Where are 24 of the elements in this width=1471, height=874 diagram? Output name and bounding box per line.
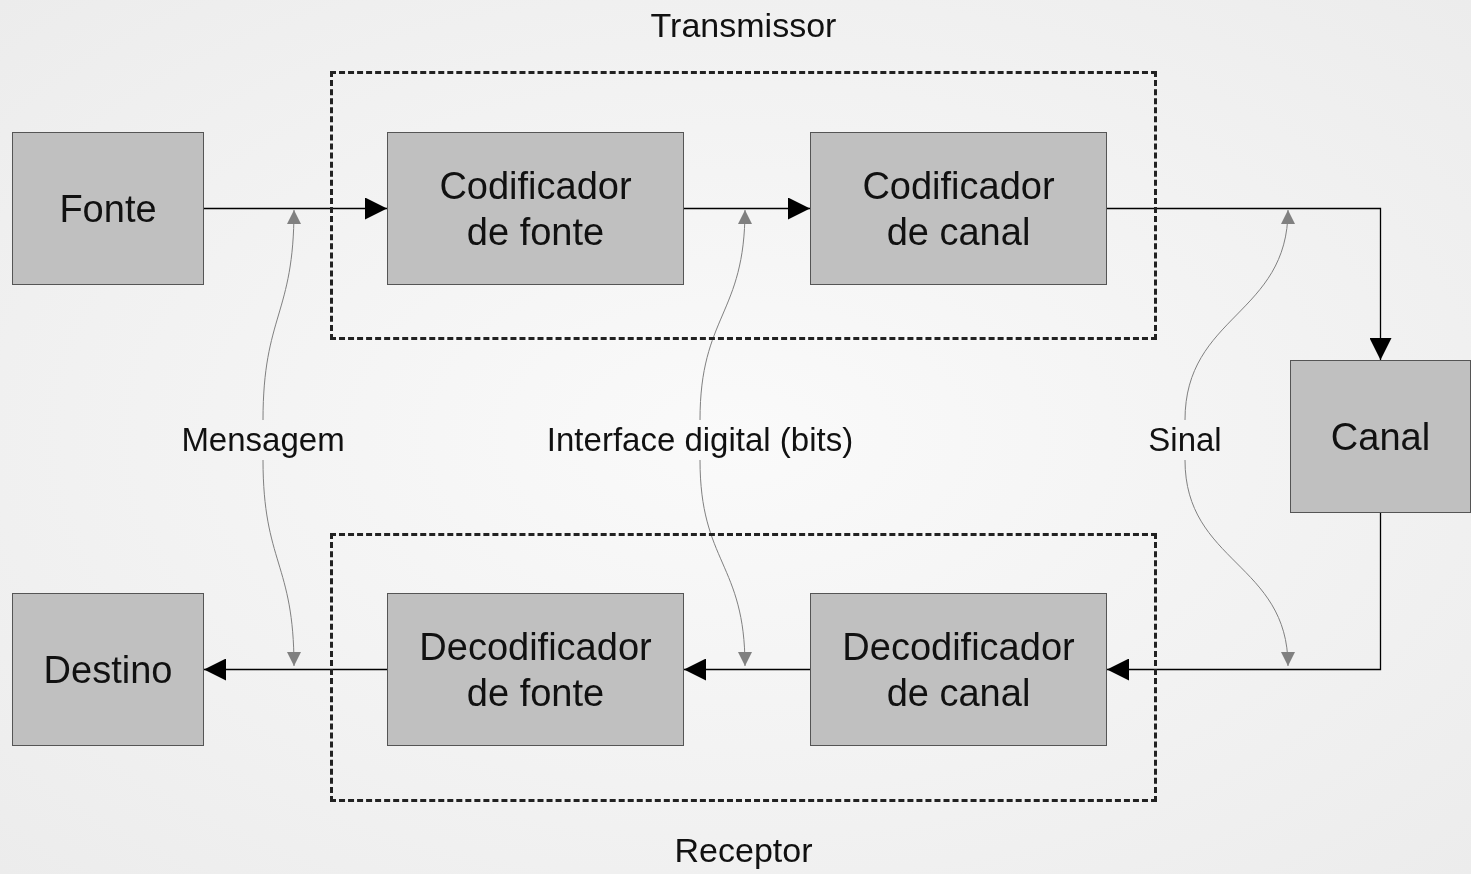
annotation-text: Sinal xyxy=(1138,420,1232,460)
arrow xyxy=(203,658,388,681)
arrow xyxy=(683,658,811,681)
annotation-text: Interface digital (bits) xyxy=(522,420,878,460)
arrow xyxy=(1106,207,1392,361)
process-box: Fonte xyxy=(12,132,204,285)
process-box: Destino xyxy=(12,593,204,746)
leader-line xyxy=(262,459,301,667)
leader-line xyxy=(699,459,752,667)
process-box: Codificador de canal xyxy=(810,132,1107,285)
process-box: Decodificador de canal xyxy=(810,593,1107,746)
arrow xyxy=(683,197,811,220)
arrow xyxy=(203,197,388,220)
process-box: Codificador de fonte xyxy=(387,132,684,285)
leader-line xyxy=(1184,209,1294,421)
process-box: Canal xyxy=(1290,360,1471,513)
annotation-text: Mensagem xyxy=(168,420,358,460)
group-title: Transmissor xyxy=(649,6,838,45)
process-box: Decodificador de fonte xyxy=(387,593,684,746)
leader-line xyxy=(699,209,752,421)
leader-line xyxy=(262,209,301,421)
group-title: Receptor xyxy=(673,831,814,870)
leader-line xyxy=(1184,459,1294,667)
arrow xyxy=(1106,512,1382,681)
